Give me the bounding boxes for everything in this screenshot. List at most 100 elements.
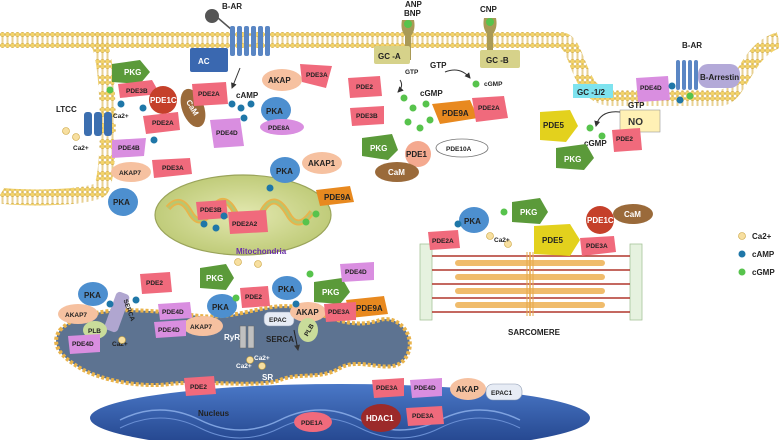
sr-label: SR <box>262 373 273 382</box>
svg-text:PDE1C: PDE1C <box>587 216 614 225</box>
camp-dot-icon <box>237 104 245 112</box>
svg-text:GC -1/2: GC -1/2 <box>577 88 606 97</box>
svg-text:PDE2: PDE2 <box>245 294 262 301</box>
pkg-no: PKG <box>556 144 594 170</box>
pde10a: PDE10A <box>435 138 489 158</box>
pka-sarc: PKA <box>459 207 489 233</box>
gc-a-receptor: GC -A <box>374 20 415 64</box>
svg-text:PDE4D: PDE4D <box>345 269 367 276</box>
ltcc-channel <box>84 112 112 136</box>
legend-camp: cAMP <box>752 250 775 259</box>
svg-text:GC -A: GC -A <box>378 52 401 61</box>
svg-text:AKAP7: AKAP7 <box>65 312 87 319</box>
gtp-a-label: GTP <box>405 69 419 76</box>
cgmp-dot-icon <box>598 132 606 140</box>
hdac1: HDAC1 <box>361 404 401 432</box>
epac: EPAC <box>263 311 295 327</box>
cgmp-dot-icon <box>422 100 430 108</box>
svg-text:PDE3B: PDE3B <box>200 207 222 214</box>
svg-text:PKA: PKA <box>276 167 293 176</box>
svg-text:PDE4B: PDE4B <box>118 145 140 152</box>
pkg-sr: PKG <box>200 264 234 290</box>
cgmp-dot-icon <box>472 80 480 88</box>
b-arrestin: B-Arrestin <box>698 64 740 88</box>
pde1c-ltcc: PDE1C <box>149 86 177 114</box>
gtp-b-label: GTP <box>430 61 447 70</box>
ca-ltcc-label-2: Ca2+ <box>73 145 89 152</box>
akap7-sr2: AKAP7 <box>58 304 98 324</box>
svg-text:AKAP: AKAP <box>268 76 291 85</box>
svg-text:PKA: PKA <box>113 198 130 207</box>
pde3a-sr: PDE3A <box>324 302 356 322</box>
camp-dot-icon <box>150 136 158 144</box>
svg-text:AKAP7: AKAP7 <box>190 324 212 331</box>
camp-membrane-label: cAMP <box>236 91 259 100</box>
b-ar-label-top: B-AR <box>222 2 242 11</box>
camp-dot-icon <box>106 300 114 308</box>
pde4d-right: PDE4D <box>636 76 670 102</box>
serca-arrow <box>293 329 300 351</box>
ac-arrow <box>231 67 241 89</box>
legend-ca: Ca2+ <box>752 232 772 241</box>
sarcomere <box>419 243 643 321</box>
cam-gc: CaM <box>375 162 419 182</box>
pde3a-ltcc: PDE3A <box>152 158 192 178</box>
cgmp-dot-icon <box>409 104 417 112</box>
svg-text:AKAP1: AKAP1 <box>308 159 336 168</box>
svg-text:PDE2: PDE2 <box>190 384 207 391</box>
plb-right: PLB <box>298 318 318 342</box>
pde2a-gc: PDE2A <box>472 96 508 122</box>
cgmp-dot-icon <box>312 210 320 218</box>
cgmp-dot-icon <box>686 92 694 100</box>
svg-text:PDE9A: PDE9A <box>356 304 383 313</box>
pde4d-top: PDE4D <box>210 118 244 148</box>
camp-dot-icon <box>212 224 220 232</box>
cgmp-dot-icon <box>426 116 434 124</box>
pka-top: PKA <box>261 97 291 123</box>
pde5-no: PDE5 <box>540 110 578 142</box>
cgmp-dot-icon <box>416 124 424 132</box>
ca-dot-icon <box>258 362 266 370</box>
pde2-no: PDE2 <box>612 128 642 152</box>
svg-text:PDE5: PDE5 <box>543 121 564 130</box>
pde3a-top: PDE3A <box>300 64 332 88</box>
svg-text:PDE9A: PDE9A <box>324 193 351 202</box>
camp-dot-icon <box>200 220 208 228</box>
ryr-label: RyR <box>224 333 240 342</box>
svg-text:PLB: PLB <box>88 328 101 335</box>
svg-text:AC: AC <box>198 57 210 66</box>
svg-text:PDE3A: PDE3A <box>162 165 184 172</box>
svg-text:PDE3A: PDE3A <box>586 243 608 250</box>
ca-sr-label-2: Ca2+ <box>254 355 270 362</box>
b-ar-label-right: B-AR <box>682 41 702 50</box>
camp-dot-icon <box>240 114 248 122</box>
svg-text:PDE4D: PDE4D <box>414 385 436 392</box>
pde3a-nuc: PDE3A <box>372 378 404 398</box>
pde2a2: PDE2A2 <box>228 210 268 234</box>
svg-text:PKA: PKA <box>266 107 283 116</box>
camp-dot-icon <box>247 100 255 108</box>
pkg-gc: PKG <box>362 134 398 160</box>
cgmp-dot-icon <box>400 94 408 102</box>
svg-text:PDE3A: PDE3A <box>376 385 398 392</box>
ca-dot-icon <box>504 240 512 248</box>
pde4d-sr-c: PDE4D <box>340 262 374 282</box>
akap-nuc: AKAP <box>450 378 486 400</box>
cgmp-a-label: cGMP <box>420 89 443 98</box>
ca-dot-icon <box>486 232 494 240</box>
ryr-channel <box>239 325 255 349</box>
camp-dot-icon <box>738 250 746 258</box>
cgmp-dot-icon <box>404 118 412 126</box>
pde2-sr2: PDE2 <box>240 286 270 308</box>
ca-ltcc-label: Ca2+ <box>113 113 129 120</box>
svg-text:AKAP: AKAP <box>296 308 319 317</box>
svg-text:PDE2A: PDE2A <box>432 238 454 245</box>
serca-right-label: SERCA <box>266 335 294 344</box>
svg-text:PDE3A: PDE3A <box>328 309 350 316</box>
pde4b: PDE4B <box>112 138 146 158</box>
svg-text:PDE2: PDE2 <box>356 84 373 91</box>
pde2-sr: PDE2 <box>140 272 172 294</box>
camp-dot-icon <box>117 100 125 108</box>
pde4d-nuc: PDE4D <box>410 378 442 398</box>
gtp-no-label: GTP <box>628 101 645 110</box>
